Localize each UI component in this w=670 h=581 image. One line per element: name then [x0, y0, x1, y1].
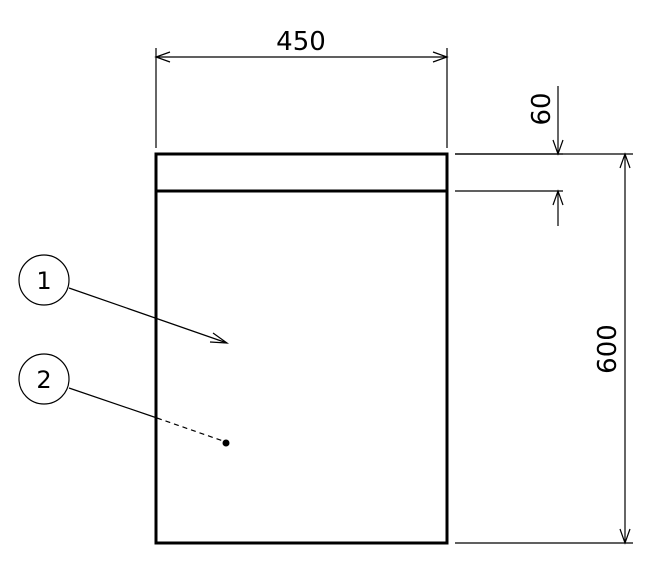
callout-1-leader — [68, 287, 228, 344]
callout-1-balloon — [18, 254, 70, 306]
callout-2-dot — [222, 439, 230, 447]
callout-1: 1 — [18, 254, 230, 344]
top-band-dimension: 60 — [455, 86, 564, 226]
width-dimension: 450 — [154, 27, 449, 148]
top-band-dimension-label: 60 — [527, 92, 557, 125]
width-dimension-label: 450 — [276, 27, 326, 57]
callout-2-balloon — [18, 353, 70, 405]
callout-2-number: 2 — [36, 366, 51, 394]
callout-2-leader — [68, 387, 158, 419]
height-dimension: 600 — [455, 152, 633, 545]
callout-2-leader-dashed — [156, 417, 227, 443]
height-dimension-label: 600 — [593, 324, 623, 374]
callout-2: 2 — [18, 353, 230, 447]
callout-1-number: 1 — [36, 267, 51, 295]
panel-outline — [154, 152, 449, 545]
callout-1-arrowhead — [209, 332, 230, 344]
